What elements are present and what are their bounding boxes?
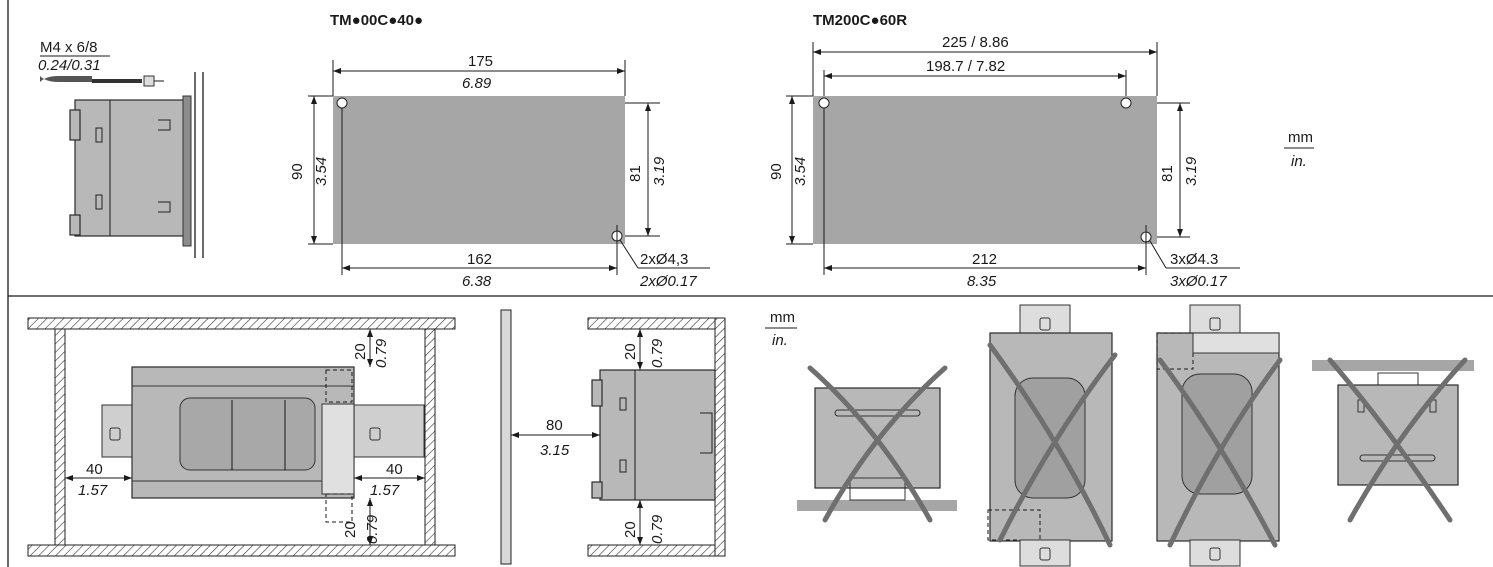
- panel-a-hole-mm: 2xØ4,3: [640, 251, 688, 268]
- device-side-icon: [74, 99, 186, 237]
- panel-a-inner-h-mm: 81: [627, 165, 644, 182]
- panel-a-bottom-in: 6.38: [462, 273, 492, 290]
- incorrect-vertical-mounting-a: [987, 304, 1118, 567]
- side-bottom-clearance-mm: 20: [622, 521, 639, 538]
- side-clearance-right-mm: 40: [386, 461, 403, 478]
- panel-a-bottom-mm: 162: [467, 251, 492, 268]
- incorrect-flat-mounting: [797, 365, 957, 523]
- top-clearance-mm: 20: [352, 343, 369, 360]
- panel-a-inner-h-in: 3.19: [651, 156, 668, 186]
- panel-b-height-mm: 90: [768, 163, 785, 180]
- panel-b-width-label: 225 / 8.86: [942, 34, 1009, 51]
- hole-icon: [1120, 97, 1132, 109]
- side-clearance-left-in: 1.57: [78, 482, 108, 499]
- panel-b-height-in: 3.54: [792, 157, 809, 186]
- units-bottom-mm: mm: [770, 309, 795, 326]
- units-mm: mm: [1288, 129, 1313, 146]
- cross-icon: [807, 365, 933, 523]
- incorrect-vertical-mounting-b: [1156, 304, 1283, 567]
- side-view-screw: M4 x 6/8 0.24/0.31: [38, 39, 204, 258]
- panel-b-title: TM200C●60R: [813, 12, 907, 29]
- panel-a-height-in: 3.54: [313, 157, 330, 186]
- panel-b-plate: [813, 96, 1157, 244]
- front-clearance-in: 3.15: [540, 442, 570, 459]
- panel-a-plate: [333, 96, 625, 244]
- panel-b-drilling: TM200C●60R 225 / 8.86 198.7 / 7.82 90 3.…: [768, 12, 1240, 290]
- side-top-clearance-mm: 20: [622, 343, 639, 360]
- panel-a-height-mm: 90: [289, 163, 306, 180]
- side-clearance-right-in: 1.57: [370, 482, 400, 499]
- cross-icon: [1327, 357, 1453, 523]
- side-top-clearance-in: 0.79: [649, 338, 666, 368]
- screw-label-in: 0.24/0.31: [38, 57, 101, 74]
- panel-a-width-mm: 175: [468, 53, 493, 70]
- panel-a-hole-in: 2xØ0.17: [639, 273, 697, 290]
- screwdriver-icon: [40, 76, 92, 82]
- top-clearance-in: 0.79: [373, 338, 390, 368]
- panel-a-drilling: TM●00C●40● 175 6.89 90 3.54 81 3.19 162 …: [289, 12, 710, 290]
- cross-icon: [1157, 357, 1278, 548]
- cabinet-clearance-front: 40 1.57 40 1.57 20 0.79 20 0.79: [27, 317, 456, 557]
- screw-label: M4 x 6/8: [40, 39, 98, 56]
- hole-icon: [336, 97, 348, 109]
- panel-a-width-in: 6.89: [462, 75, 492, 92]
- panel-b-bottom-in: 8.35: [967, 273, 997, 290]
- units-legend-bottom: mm in.: [765, 309, 797, 349]
- panel-a-title: TM●00C●40●: [330, 12, 423, 29]
- panel-b-inner-width-label: 198.7 / 7.82: [926, 58, 1005, 75]
- units-legend-top: mm in.: [1284, 129, 1314, 170]
- units-bottom-in: in.: [772, 332, 788, 349]
- side-bottom-clearance-in: 0.79: [649, 514, 666, 544]
- panel-b-inner-h-in: 3.19: [1183, 156, 1200, 186]
- bottom-clearance-mm: 20: [342, 521, 359, 538]
- hole-icon: [818, 97, 830, 109]
- device-side-icon: [599, 369, 716, 501]
- front-clearance-mm: 80: [546, 417, 563, 434]
- panel-b-hole-mm: 3xØ4.3: [1170, 251, 1218, 268]
- panel-b-inner-h-mm: 81: [1159, 165, 1176, 182]
- panel-b-hole-in: 3xØ0.17: [1170, 273, 1227, 290]
- panel-b-bottom-mm: 212: [972, 251, 997, 268]
- units-in: in.: [1291, 153, 1307, 170]
- bottom-clearance-in: 0.79: [364, 514, 381, 544]
- cabinet-clearance-side: 80 3.15 20 0.79 20 0.79: [500, 309, 726, 565]
- incorrect-ceiling-mounting: [1312, 357, 1474, 523]
- side-clearance-left-mm: 40: [86, 461, 103, 478]
